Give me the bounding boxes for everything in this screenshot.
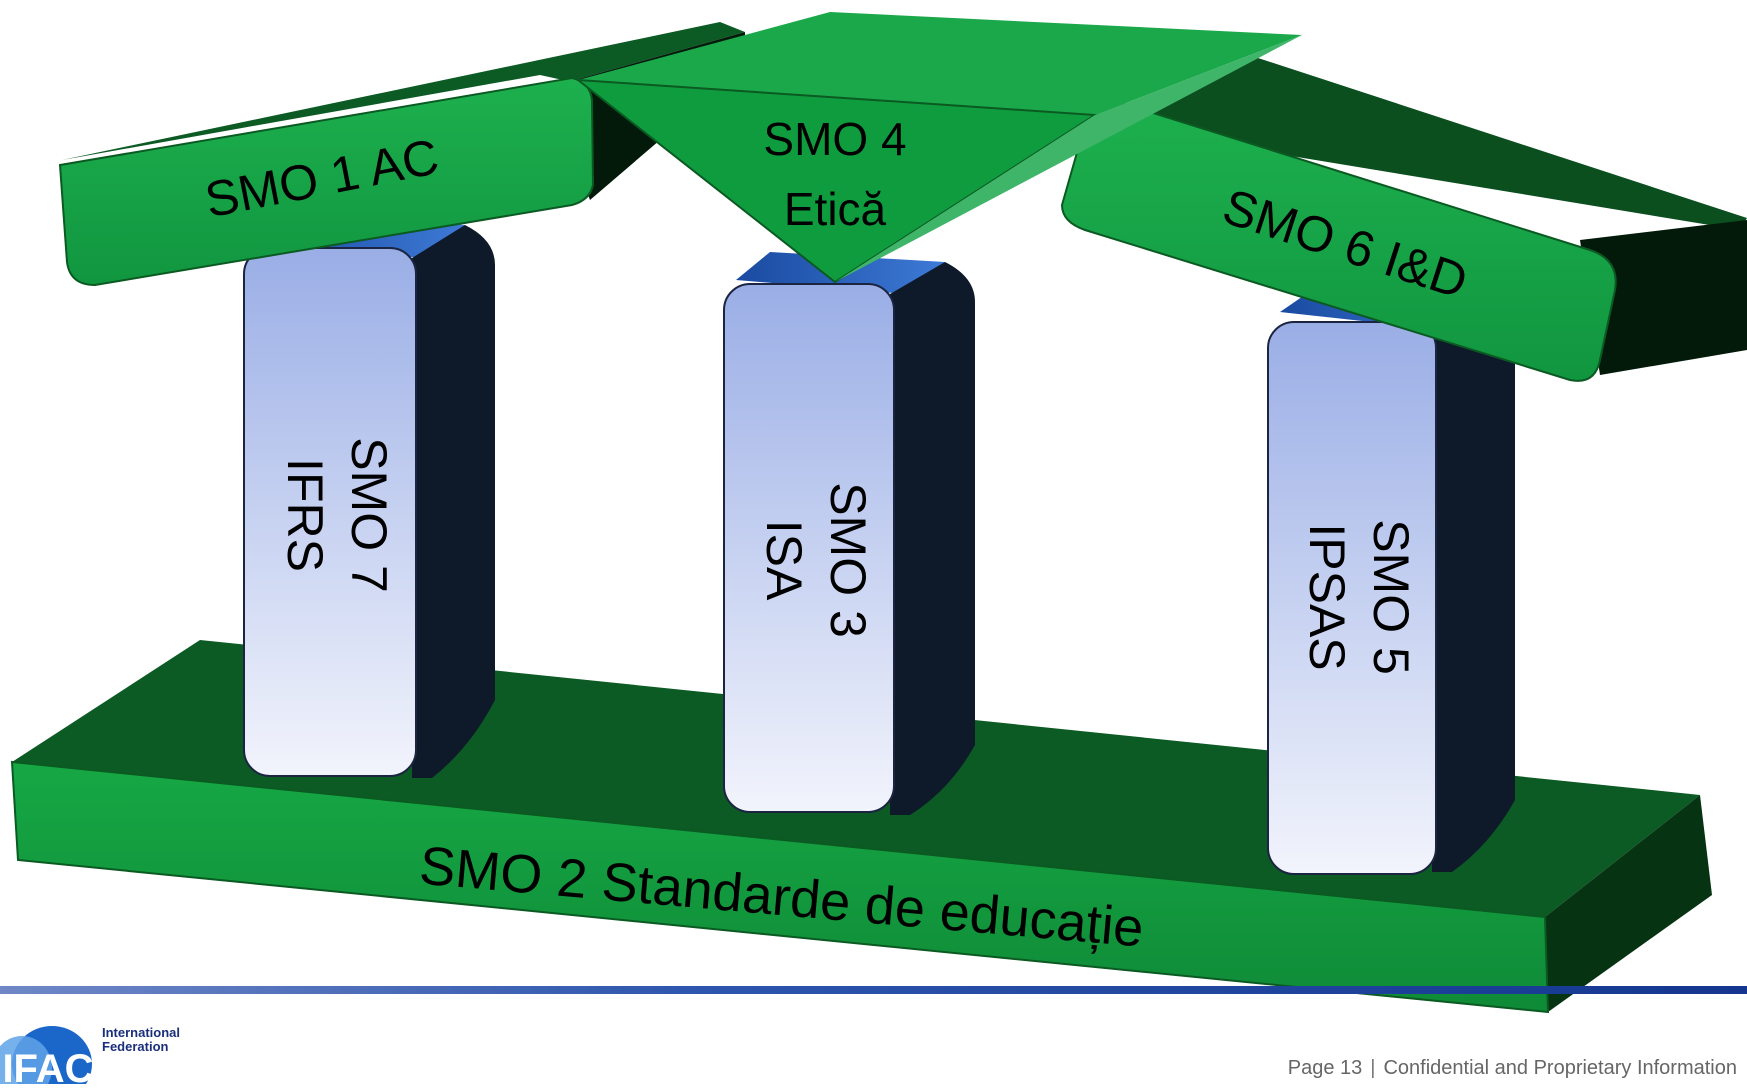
footer-text: Page 13 | Confidential and Proprietary Inf… [1288, 1057, 1737, 1080]
confidentiality-notice: Confidential and Proprietary Information [1383, 1057, 1737, 1079]
roof-center-prism [574, 12, 1302, 284]
pillar-left-label-line2: IFRS [277, 458, 333, 572]
pillar-center-label: SMO 3 ISA [756, 482, 876, 638]
pillar-right-label: SMO 5 IPSAS [1299, 519, 1419, 675]
roof-center-label-line1: SMO 4 [763, 113, 906, 165]
roof-center-label-line2: Etică [784, 183, 887, 235]
ifac-logo-mark: IFAC [0, 1026, 94, 1089]
pillar-left-label-line1: SMO 7 [341, 437, 397, 593]
roof-left-top [62, 22, 745, 160]
pillar-right-label-line2: IPSAS [1299, 523, 1355, 670]
pillar-center-label-line2: ISA [756, 520, 812, 601]
base-slab-side [1545, 795, 1712, 1012]
logo-initials: IFAC [2, 1047, 93, 1084]
ifac-logo: IFAC International Federation [0, 1022, 200, 1089]
roof-right-side [1580, 220, 1747, 375]
roof-center-right-face [835, 35, 1302, 282]
logo-line2: Federation [102, 1039, 169, 1054]
roof-right-top [1085, 58, 1747, 230]
pillar-right-label-line1: SMO 5 [1363, 519, 1419, 675]
pillar-center-label-line1: SMO 3 [820, 482, 876, 638]
roof-center-top [578, 12, 1302, 115]
roof-right-slab [1060, 58, 1747, 382]
base-slab-front [10, 760, 1550, 1014]
pillar-left-label: SMO 7 IFRS [277, 437, 397, 593]
footer-separator: | [1370, 1057, 1376, 1079]
logo-line1: International [102, 1025, 181, 1040]
page-number: Page 13 [1287, 1057, 1363, 1079]
pillar-smo3 [723, 252, 975, 815]
footer-rule [0, 986, 1747, 994]
